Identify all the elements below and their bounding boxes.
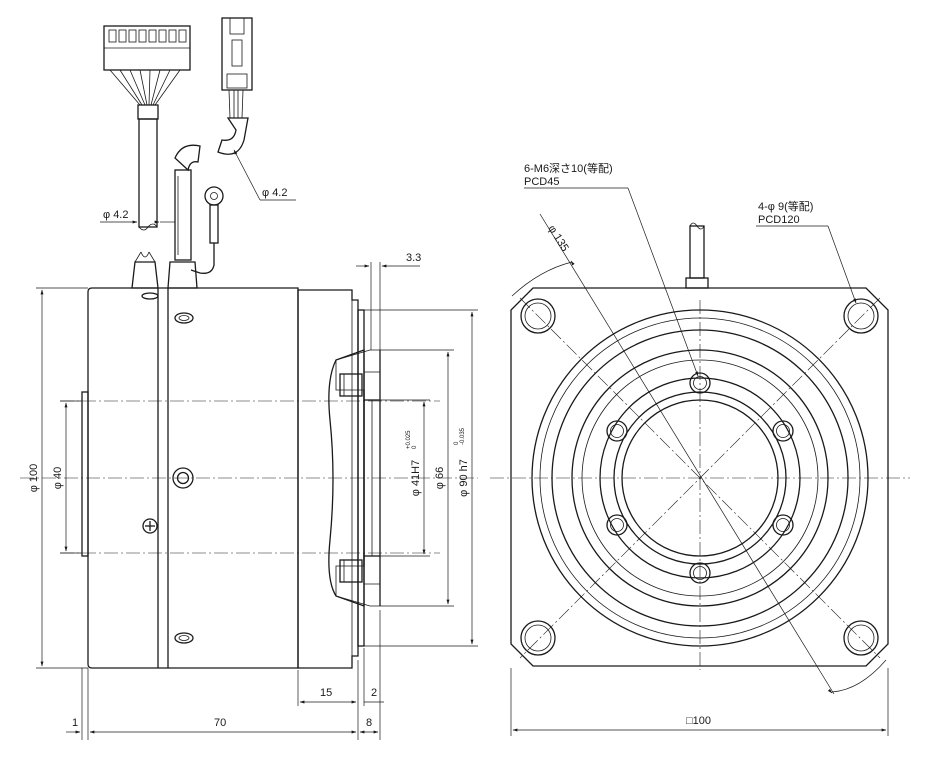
dim-41-tol-lower: 0 [412, 445, 418, 449]
dim-8: 8 [366, 717, 372, 729]
dim-1: 1 [72, 717, 78, 729]
small-connector [217, 17, 253, 155]
dim-3-3-group: 3.3 [356, 252, 421, 350]
side-view: φ 4.2 φ 4.2 [20, 17, 478, 740]
dim-90-tol-lower: -0.035 [460, 427, 466, 445]
dim-90: φ 90 h7 [458, 459, 470, 497]
dim-cable-left: φ 4.2 [103, 209, 128, 221]
dim-100-group: φ 100 [28, 287, 88, 669]
cable-exit [131, 251, 198, 289]
front-cable-stub [685, 222, 709, 289]
cable-bend [174, 144, 201, 261]
dim-41-group: φ 41H7 +0.025 0 [380, 399, 430, 557]
cable-dim-left: φ 4.2 [100, 209, 175, 224]
dim-66: φ 66 [434, 467, 446, 489]
square-flange [510, 287, 889, 667]
tapped-holes-callout: 6-M6深さ10(等配) PCD45 [524, 161, 699, 377]
dim-41-tol-upper: +0.025 [406, 430, 412, 449]
tapped-holes-line1: 6-M6深さ10(等配) [524, 161, 613, 175]
dim-15: 15 [320, 687, 332, 699]
dim-90-tol-upper: 0 [454, 441, 460, 445]
dim-3-3: 3.3 [406, 252, 421, 264]
dim-40: φ 40 [52, 467, 64, 489]
mount-holes-line2: PCD120 [758, 214, 800, 226]
mount-holes-callout: 4-φ 9(等配) PCD120 [756, 199, 857, 304]
dim-90-group: φ 90 h7 0 -0.035 [364, 309, 478, 647]
dim-100: φ 100 [28, 464, 40, 493]
dim-41: φ 41H7 [410, 460, 422, 497]
dim-135: φ 135 [545, 223, 570, 254]
dim-70: 70 [214, 717, 226, 729]
ground-terminal [190, 186, 224, 274]
dim-135-group: φ 135 [511, 213, 887, 695]
mount-holes-line1: 4-φ 9(等配) [758, 199, 813, 213]
multi-pin-connector [103, 25, 191, 231]
tapped-holes-line2: PCD45 [524, 176, 559, 188]
dim-66-group: φ 66 [380, 349, 454, 607]
mount-holes [520, 298, 879, 656]
dim-cable-right: φ 4.2 [262, 187, 287, 199]
bottom-dims: 15 2 1 70 8 [66, 610, 384, 740]
front-view: 6-M6深さ10(等配) PCD45 4-φ 9(等配) PCD120 φ 13… [490, 161, 910, 736]
cable-dim-right: φ 4.2 [233, 149, 296, 201]
dim-square-100: □100 [686, 715, 711, 727]
dim-square-100-group: □100 [510, 668, 889, 736]
dim-2: 2 [371, 687, 377, 699]
dim-40-group: φ 40 [52, 400, 82, 554]
